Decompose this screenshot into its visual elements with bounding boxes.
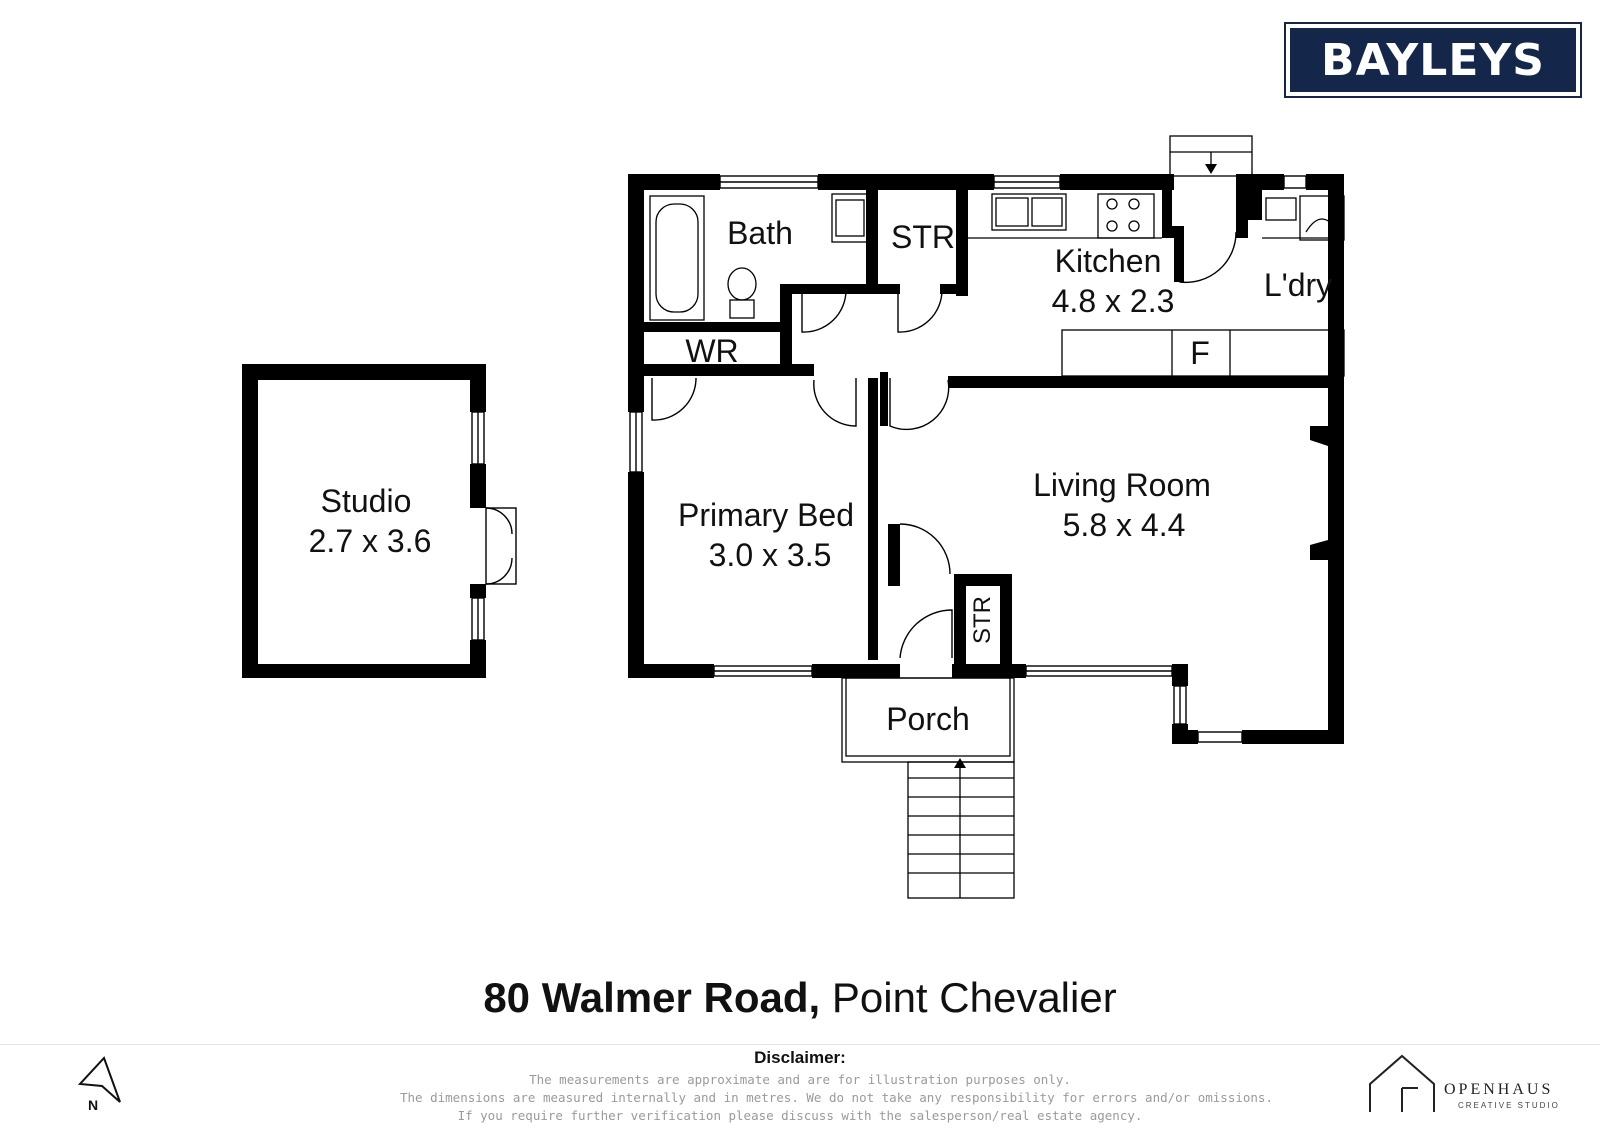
- label-primary-bed-dims: 3.0 x 3.5: [709, 537, 832, 573]
- label-kitchen: Kitchen: [1055, 243, 1162, 279]
- openhaus-logo: OPENHAUS CREATIVE STUDIO: [1369, 1054, 1560, 1112]
- fixtures: [649, 135, 1345, 899]
- bayleys-logo: BAYLEYS: [1284, 22, 1582, 98]
- front-step-arrow-icon: [954, 758, 966, 768]
- label-str-living: STR: [969, 596, 996, 644]
- label-studio: Studio: [321, 483, 412, 519]
- label-wr: WR: [685, 333, 738, 369]
- label-living-room-dims: 5.8 x 4.4: [1063, 507, 1186, 543]
- disclaimer-line: The dimensions are measured internally a…: [400, 1090, 1273, 1105]
- openhaus-name: OPENHAUS: [1444, 1081, 1553, 1098]
- bayleys-logo-text: BAYLEYS: [1290, 28, 1576, 92]
- property-address: 80 Walmer Road, Point Chevalier: [0, 974, 1600, 1022]
- address-street: 80 Walmer Road,: [483, 974, 821, 1021]
- walls: [242, 174, 1344, 744]
- disclaimer: Disclaimer: The measurements are approxi…: [400, 1048, 1273, 1125]
- label-fridge: F: [1190, 335, 1210, 371]
- north-arrow-icon: N: [77, 1056, 121, 1113]
- footer-divider: [0, 1044, 1600, 1045]
- windows: [471, 175, 1307, 743]
- compass-label: N: [88, 1097, 98, 1113]
- doors: [485, 231, 1237, 659]
- house-outline-icon: [1369, 1054, 1435, 1112]
- address-suburb: Point Chevalier: [831, 974, 1117, 1021]
- label-laundry: L'dry: [1264, 267, 1332, 303]
- disclaimer-heading: Disclaimer:: [754, 1048, 846, 1067]
- openhaus-tagline: CREATIVE STUDIO: [1458, 1101, 1560, 1110]
- label-living-room: Living Room: [1033, 467, 1211, 503]
- label-str-top: STR: [891, 219, 955, 255]
- disclaimer-line: If you require further verification plea…: [457, 1108, 1143, 1123]
- label-primary-bed: Primary Bed: [678, 497, 854, 533]
- label-studio-dims: 2.7 x 3.6: [309, 523, 432, 559]
- label-porch: Porch: [886, 701, 970, 737]
- back-step-arrow-icon: [1205, 164, 1217, 174]
- label-kitchen-dims: 4.8 x 2.3: [1052, 283, 1175, 319]
- disclaimer-line: The measurements are approximate and are…: [529, 1072, 1071, 1087]
- room-labels: Bath STR Kitchen 4.8 x 2.3 L'dry WR F St…: [309, 215, 1333, 737]
- label-bath: Bath: [727, 215, 793, 251]
